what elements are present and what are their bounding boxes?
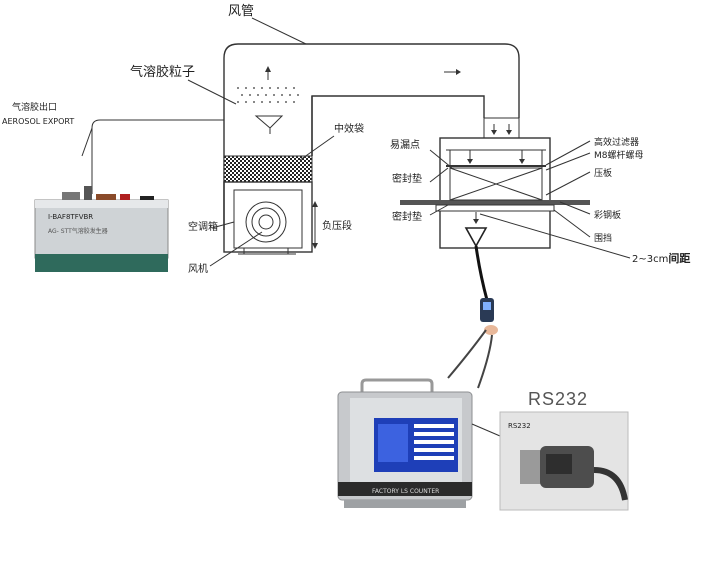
leak-point-label: 易漏点: [390, 139, 420, 151]
filter-arrows: [467, 150, 525, 224]
counter-brand: FACTORY LS COUNTER: [372, 488, 439, 495]
aerosol-generator: I-BAF8TFVBR AG- STT气溶胶发生器: [34, 119, 224, 272]
particle-counter: FACTORY LS COUNTER: [337, 378, 473, 508]
generator-name: I-BAF8TFVBR: [48, 213, 93, 221]
flow-arrow-right: [444, 69, 461, 75]
aerosol-dots: [237, 87, 299, 103]
ac-box-outline: [223, 181, 313, 253]
filter-housing: [400, 117, 631, 259]
fan-label: 风机: [188, 262, 208, 275]
surround-frame: [435, 204, 555, 212]
negative-pressure-marker: [312, 201, 318, 249]
duct-outer: [223, 43, 520, 230]
surround-label: 围挡: [594, 232, 612, 244]
duct-system: [223, 43, 520, 255]
scan-probe: [447, 227, 498, 389]
press-plate-label: 压板: [594, 167, 612, 179]
rs232-label: RS232: [528, 389, 588, 409]
aerosol-export-cn: 气溶胶出口: [12, 101, 57, 113]
hepa-filter-label: 高效过滤器: [594, 136, 639, 148]
duct-label: 风管: [228, 4, 254, 19]
ac-box-label: 空调箱: [188, 220, 218, 233]
seal-bottom-label: 密封垫: [392, 210, 422, 223]
rs232-link: [471, 423, 501, 437]
seal-top-label: 密封垫: [392, 172, 422, 185]
medium-bag-label: 中效袋: [334, 122, 364, 135]
ceiling-plate: [400, 200, 590, 205]
generator-model: AG- STT气溶胶发生器: [48, 227, 108, 235]
rs232-photo: RS232: [499, 411, 629, 511]
generator-top-parts: [62, 186, 154, 200]
aerosol-particles-label: 气溶胶粒子: [130, 64, 195, 80]
gap-label: 2~3cm间距: [632, 252, 690, 265]
aerosol-export-en: AEROSOL EXPORT: [2, 117, 74, 126]
rs232-photo-label: RS232: [508, 422, 531, 430]
medium-efficiency-bag: [223, 155, 313, 183]
fan-unit: [233, 189, 303, 255]
negative-pressure-label: 负压段: [322, 219, 352, 232]
steel-plate-label: 彩钢板: [594, 209, 621, 221]
neck-arrows: [491, 124, 512, 135]
flow-arrow-up: [265, 66, 271, 80]
m8-bolt-label: M8螺杆螺母: [594, 149, 644, 161]
labels: 风管 气溶胶粒子 气溶胶出口 AEROSOL EXPORT 中效袋 空调箱 风机…: [2, 4, 690, 409]
nozzle: [254, 115, 284, 134]
